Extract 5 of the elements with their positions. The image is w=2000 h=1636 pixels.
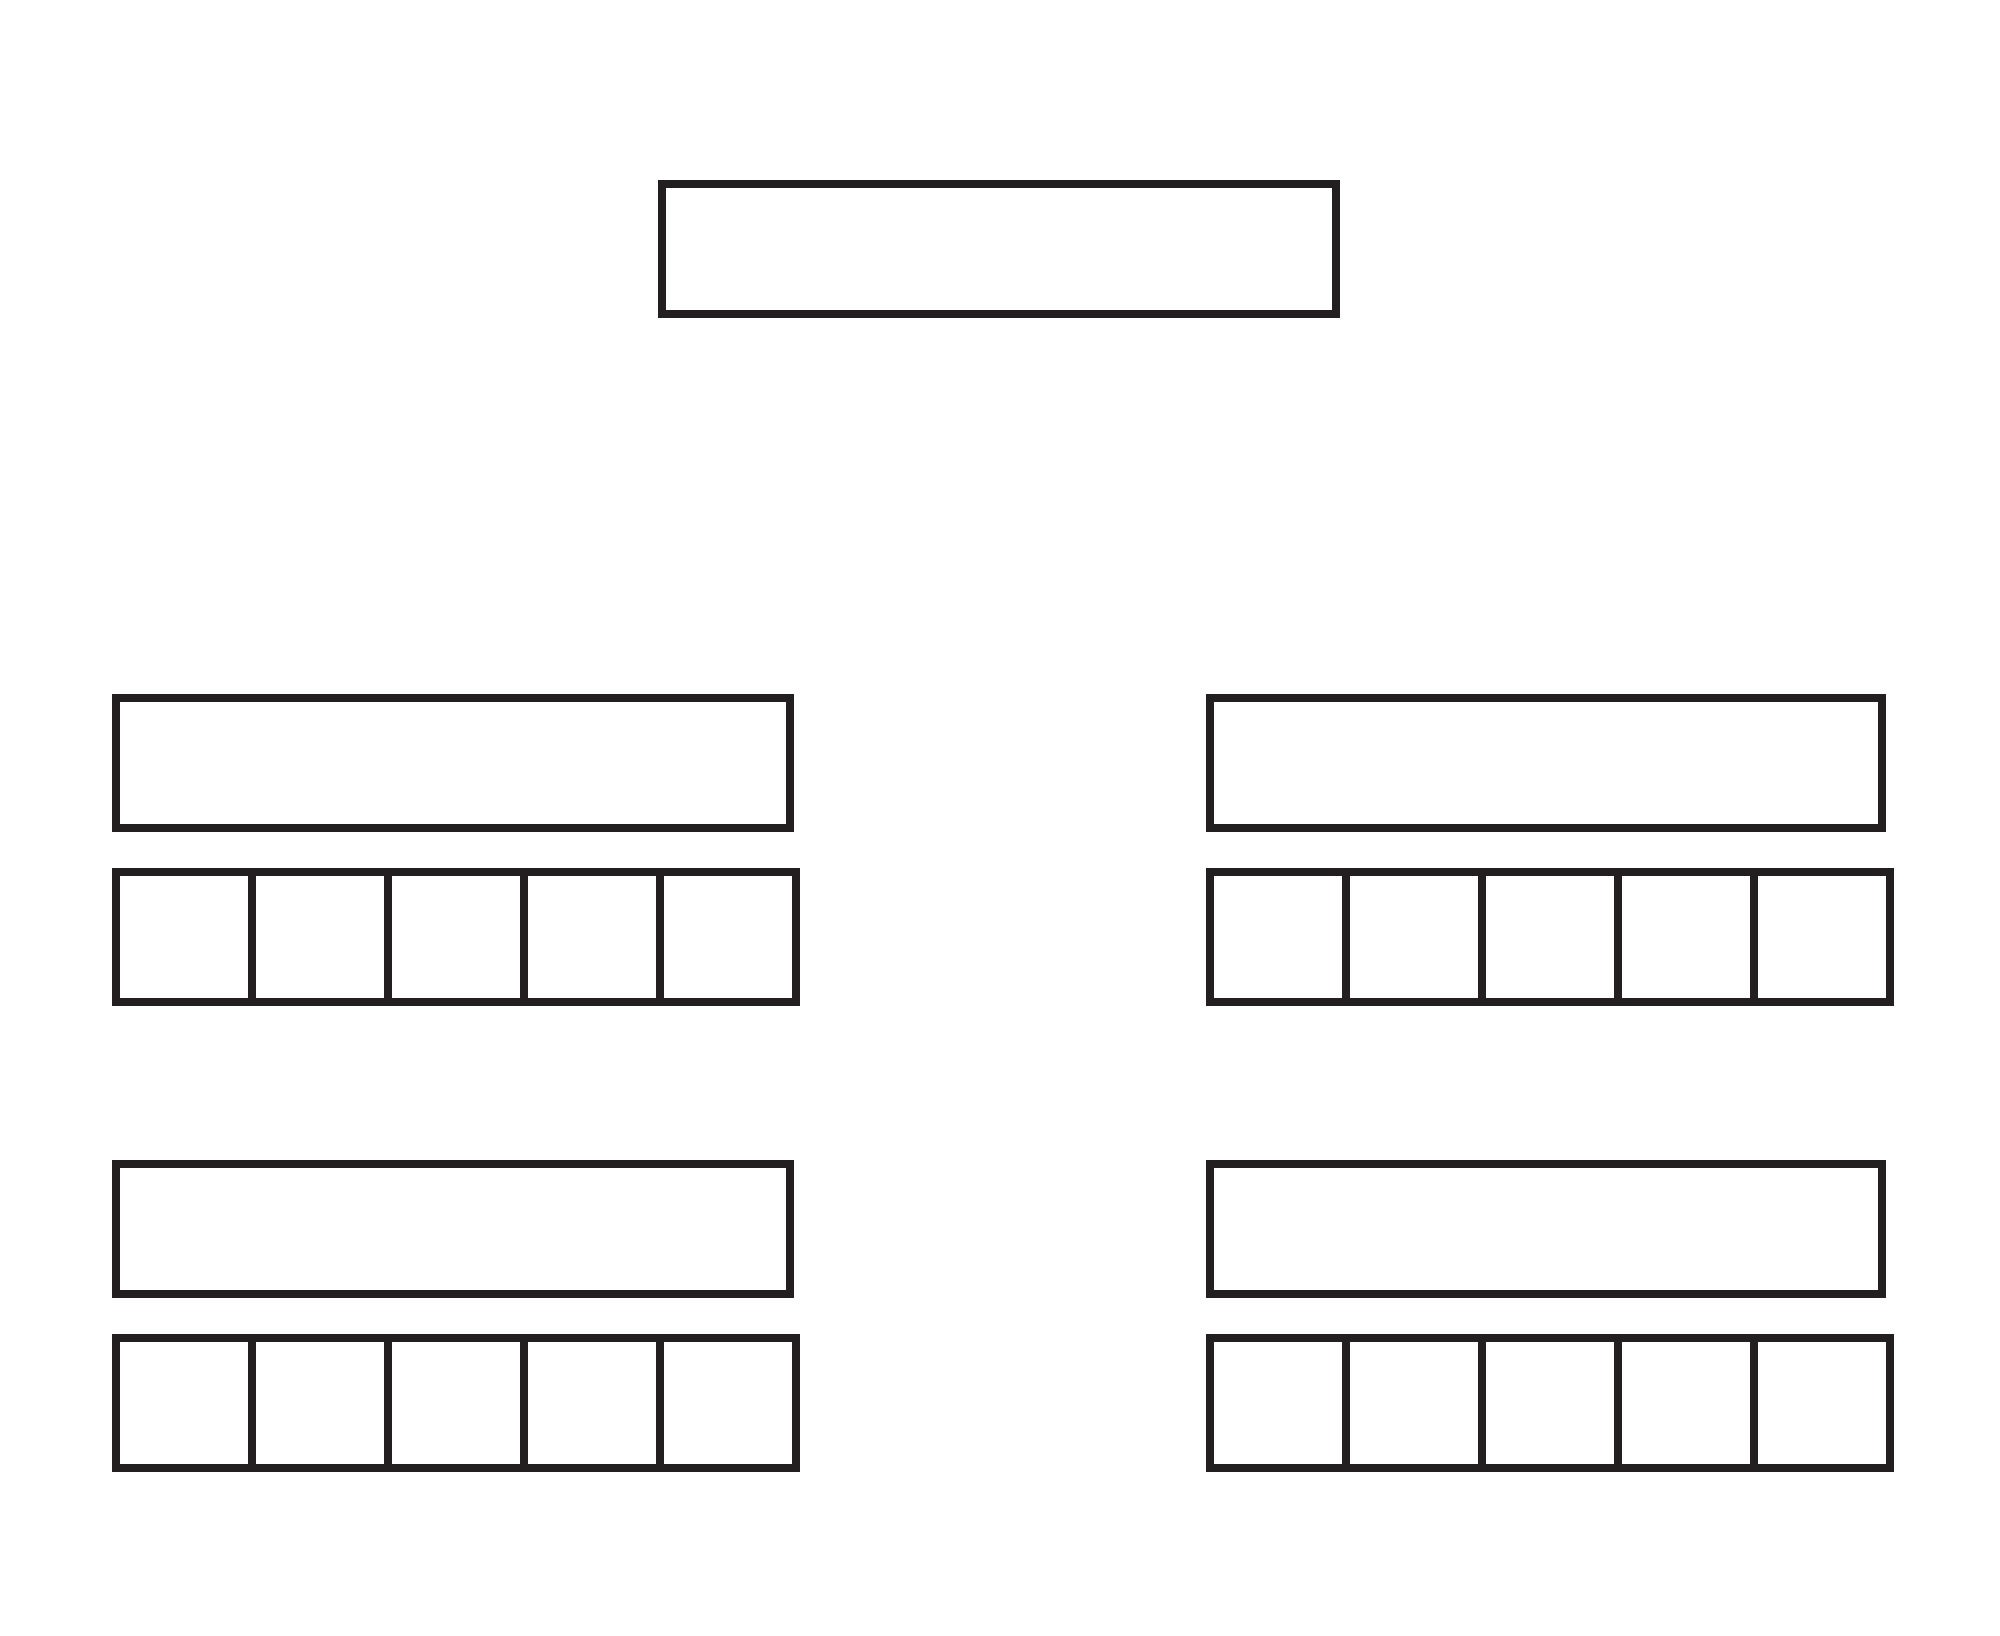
empty-box bbox=[112, 694, 794, 832]
empty-box bbox=[1206, 694, 1886, 832]
empty-box bbox=[112, 1160, 794, 1298]
empty-box bbox=[1206, 1160, 1886, 1298]
empty-box bbox=[658, 180, 1340, 318]
